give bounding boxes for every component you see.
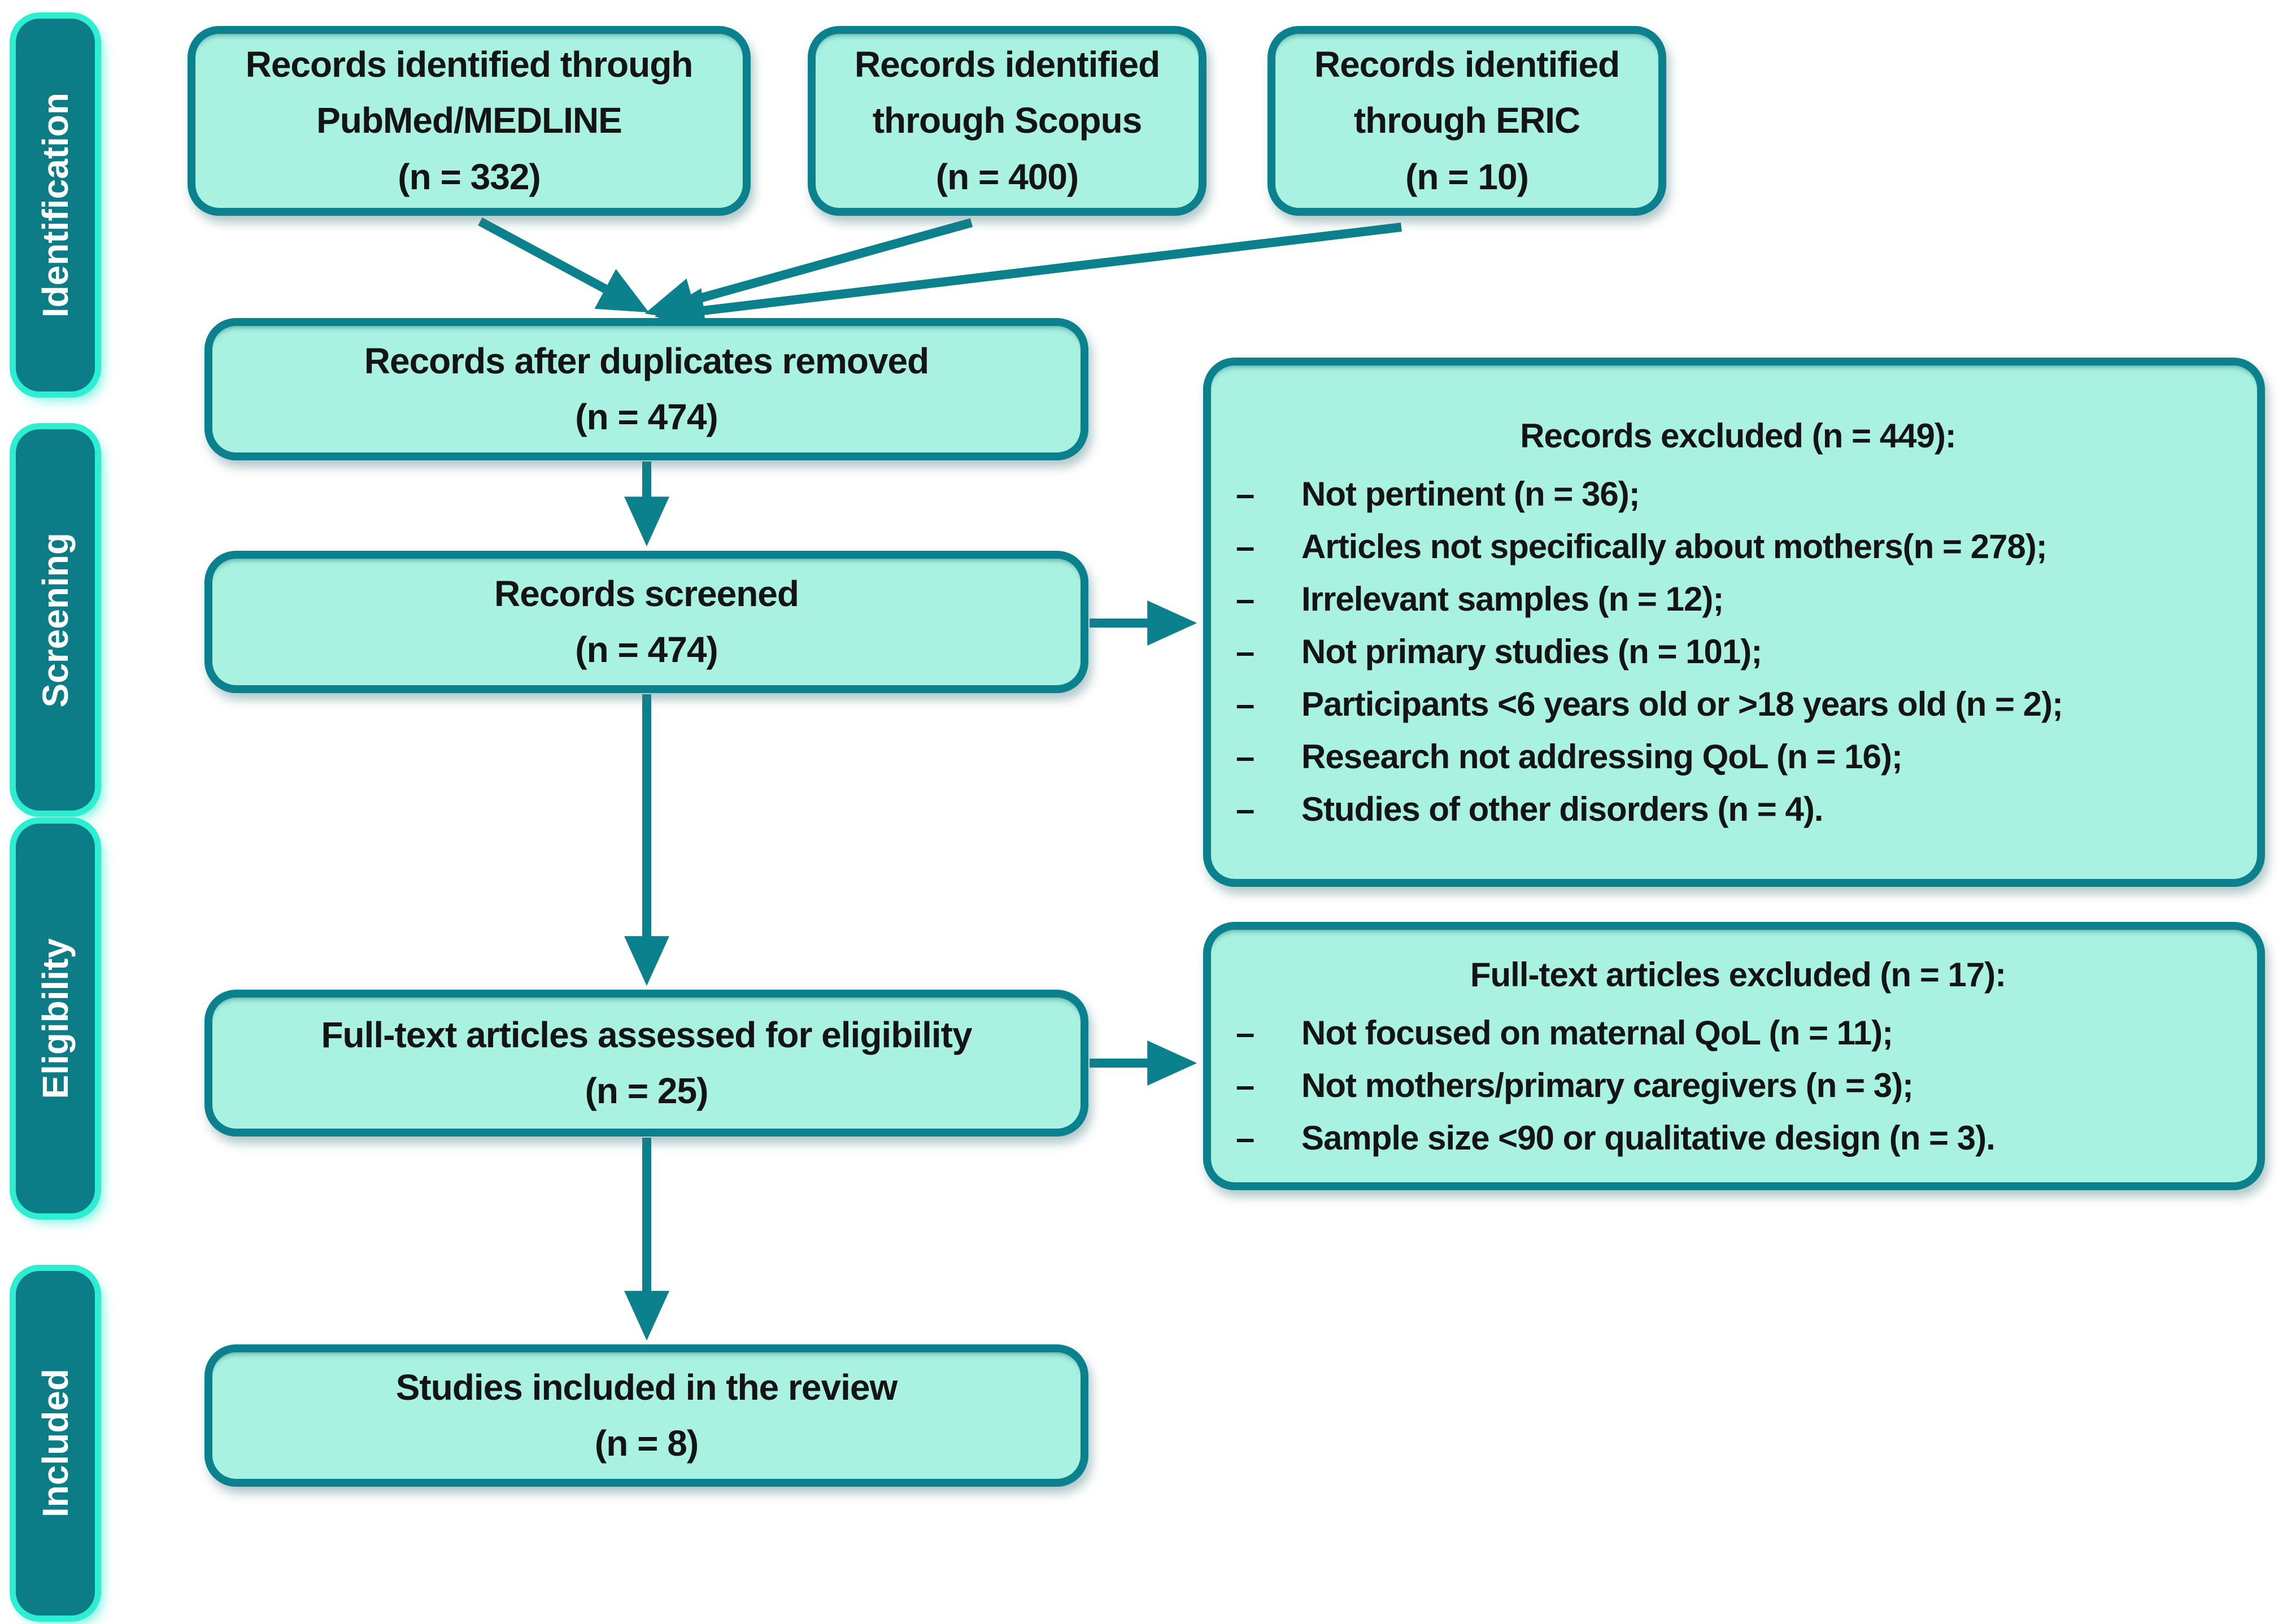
stage-label-eligibility: Eligibility	[16, 824, 95, 1213]
exclusion-item-text: Research not addressing QoL (n = 16);	[1301, 737, 1903, 776]
exclusion-item-text: Irrelevant samples (n = 12);	[1301, 580, 1724, 618]
box-records-scopus: Records identified through Scopus (n = 4…	[808, 26, 1206, 216]
box-text-line: PubMed/MEDLINE	[316, 100, 622, 141]
arrow-eric-to-duplicates	[654, 223, 1402, 333]
exclusion-item-text: Studies of other disorders (n = 4).	[1301, 790, 1823, 828]
bullet-dash: –	[1236, 1013, 1254, 1052]
exclusion-item: – Irrelevant samples (n = 12);	[1236, 573, 2240, 625]
box-text-line: Records identified	[854, 44, 1160, 85]
arrow-pubmed-to-duplicates	[478, 217, 649, 313]
box-text-line: Records identified	[1314, 44, 1620, 85]
bullet-dash: –	[1236, 1066, 1254, 1104]
box-text-line: Records identified through	[245, 44, 694, 85]
exclusion-item: – Participants <6 years old or >18 years…	[1236, 678, 2240, 730]
box-text-line: Records after duplicates removed	[364, 340, 929, 381]
exclusion-item: – Studies of other disorders (n = 4).	[1236, 783, 2240, 835]
box-fulltext-excluded: Full-text articles excluded (n = 17): – …	[1203, 922, 2265, 1190]
exclusion-item-text: Not mothers/primary caregivers (n = 3);	[1301, 1066, 1914, 1104]
stage-label-text: Eligibility	[35, 938, 76, 1099]
exclusion-item: – Research not addressing QoL (n = 16);	[1236, 730, 2240, 783]
exclusion-title: Records excluded (n = 449):	[1520, 416, 1957, 455]
stage-label-identification: Identification	[16, 19, 95, 391]
bullet-dash: –	[1236, 632, 1254, 671]
box-records-screened: Records screened (n = 474)	[204, 551, 1088, 693]
bullet-dash: –	[1236, 790, 1254, 828]
box-count: (n = 474)	[575, 397, 718, 437]
exclusion-item-text: Not pertinent (n = 36);	[1301, 474, 1640, 513]
exclusion-item: – Not mothers/primary caregivers (n = 3)…	[1236, 1059, 2240, 1112]
stage-label-text: Screening	[35, 532, 76, 708]
stage-label-screening: Screening	[16, 429, 95, 811]
stage-label-included: Included	[16, 1271, 95, 1616]
box-count: (n = 25)	[585, 1070, 709, 1111]
exclusion-item: – Not primary studies (n = 101);	[1236, 625, 2240, 678]
box-count: (n = 8)	[594, 1423, 699, 1464]
bullet-dash: –	[1236, 685, 1254, 723]
stage-label-text: Identification	[35, 92, 76, 318]
bullet-dash: –	[1236, 737, 1254, 776]
bullet-dash: –	[1236, 580, 1254, 618]
box-fulltext-assessed: Full-text articles assessed for eligibil…	[204, 990, 1088, 1137]
box-text-line: through ERIC	[1353, 100, 1580, 141]
exclusion-item-text: Sample size <90 or qualitative design (n…	[1301, 1118, 1996, 1157]
box-count: (n = 10)	[1405, 156, 1529, 197]
box-count: (n = 332)	[398, 156, 541, 197]
exclusion-title: Full-text articles excluded (n = 17):	[1470, 955, 2006, 994]
box-count: (n = 474)	[575, 629, 718, 670]
box-records-pubmed: Records identified through PubMed/MEDLIN…	[188, 26, 751, 216]
exclusion-item: – Articles not specifically about mother…	[1236, 520, 2240, 573]
box-text-line: through Scopus	[872, 100, 1143, 141]
box-text-line: Records screened	[494, 573, 799, 614]
bullet-dash: –	[1236, 1118, 1254, 1157]
exclusion-item: – Not focused on maternal QoL (n = 11);	[1236, 1007, 2240, 1059]
exclusion-item-text: Participants <6 years old or >18 years o…	[1301, 685, 2063, 723]
box-text-line: Studies included in the review	[395, 1366, 898, 1408]
exclusion-item: – Not pertinent (n = 36);	[1236, 468, 2240, 520]
bullet-dash: –	[1236, 474, 1254, 513]
box-studies-included: Studies included in the review (n = 8)	[204, 1344, 1088, 1487]
bullet-dash: –	[1236, 527, 1254, 565]
stage-label-text: Included	[35, 1369, 76, 1518]
box-records-excluded: Records excluded (n = 449): – Not pertin…	[1203, 358, 2265, 887]
exclusion-item-text: Not focused on maternal QoL (n = 11);	[1301, 1013, 1893, 1052]
exclusion-item-text: Articles not specifically about mothers(…	[1301, 527, 2048, 565]
box-count: (n = 400)	[935, 156, 1079, 197]
arrow-scopus-to-duplicates	[644, 218, 973, 323]
exclusion-item-text: Not primary studies (n = 101);	[1301, 632, 1762, 671]
exclusion-item: – Sample size <90 or qualitative design …	[1236, 1112, 2240, 1164]
box-text-line: Full-text articles assessed for eligibil…	[321, 1014, 972, 1055]
box-duplicates-removed: Records after duplicates removed (n = 47…	[204, 318, 1088, 460]
box-records-eric: Records identified through ERIC (n = 10)	[1267, 26, 1666, 216]
